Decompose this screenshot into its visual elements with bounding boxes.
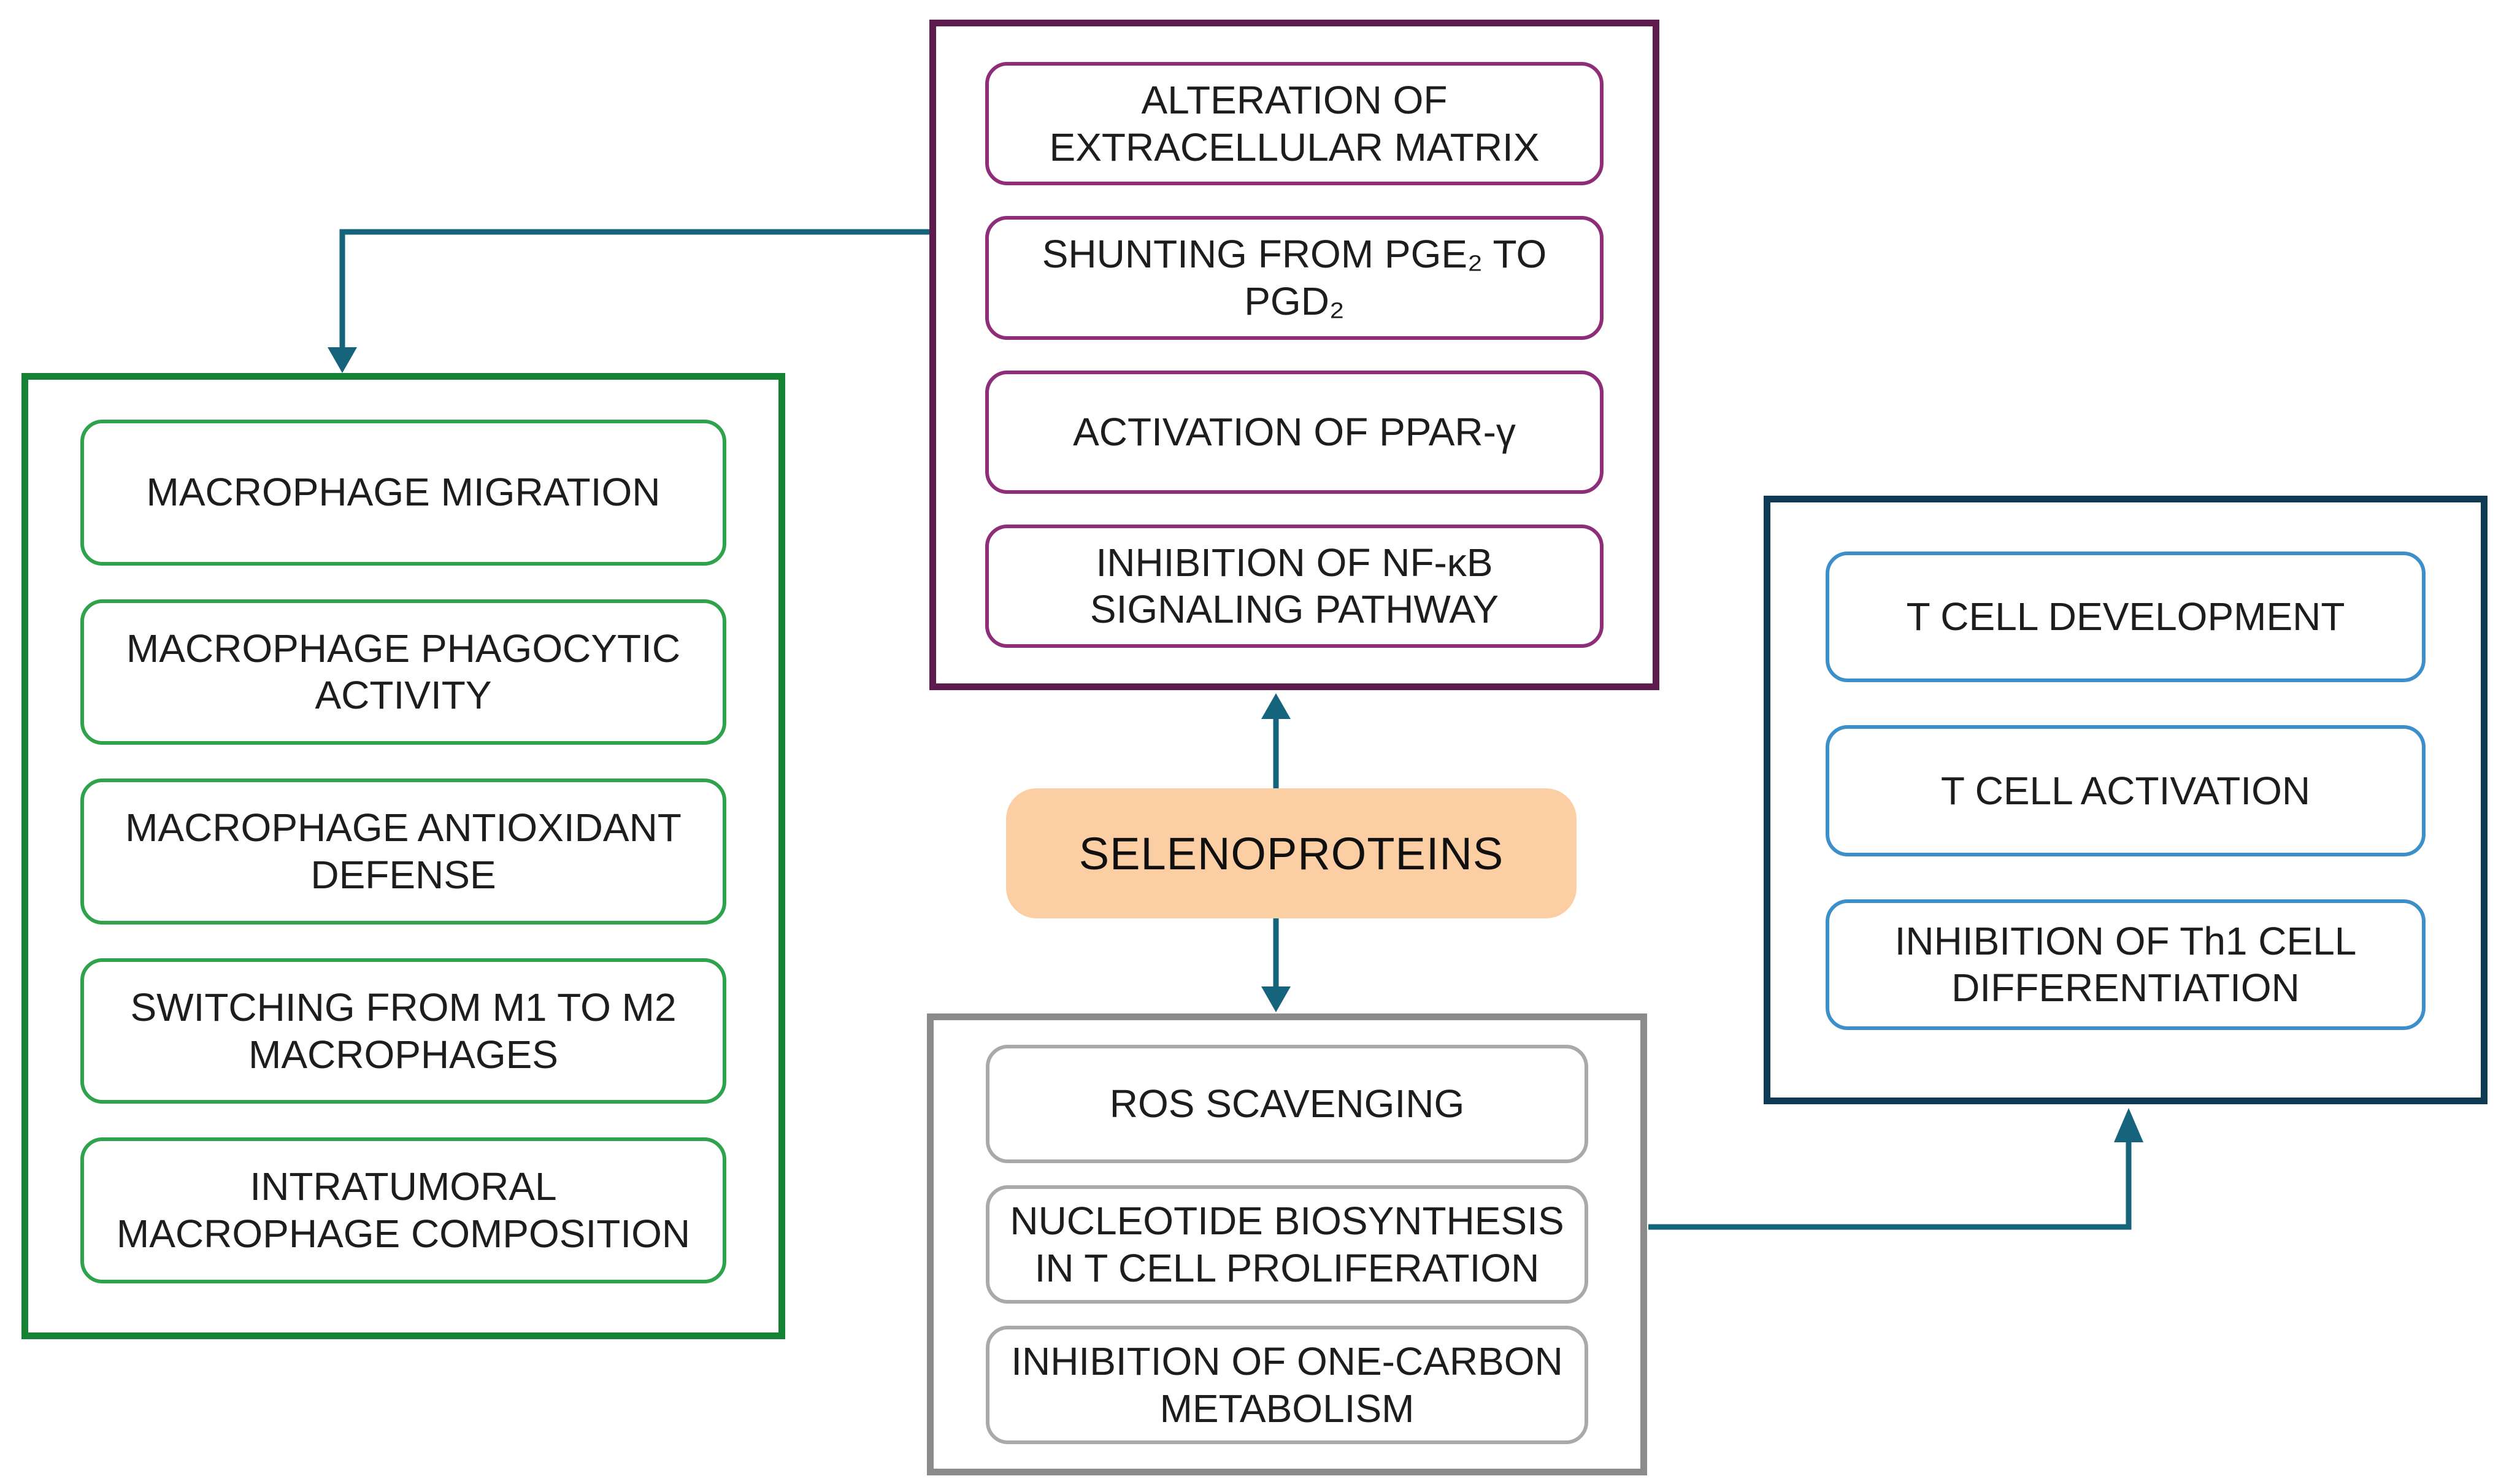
- purple-box-item-alteration-of-extracellular-matrix: ALTERATION OF EXTRACELLULAR MATRIX: [985, 62, 1604, 186]
- green-box-item-switching-from-m1-to-m2-macrophages: SWITCHING FROM M1 TO M2 MACROPHAGES: [80, 958, 726, 1104]
- green-box-item-intratumoral-macrophage-composition: INTRATUMORAL MACROPHAGE COMPOSITION: [80, 1137, 726, 1283]
- blue-box-item-inhibition-of-th1-cell-differentiation: INHIBITION OF Th1 CELL DIFFERENTIATION: [1826, 899, 2426, 1030]
- purple-box-item-shunting-from-pge2-to-pgd2: SHUNTING FROM PGE₂ TO PGD₂: [985, 216, 1604, 340]
- green-box-item-macrophage-antioxidant-defense: MACROPHAGE ANTIOXIDANT DEFENSE: [80, 779, 726, 925]
- blue-box-item-t-cell-activation: T CELL ACTIVATION: [1826, 725, 2426, 856]
- green-box-item-macrophage-migration: MACROPHAGE MIGRATION: [80, 420, 726, 566]
- purple-box-item-activation-of-ppar-gamma: ACTIVATION OF PPAR-γ: [985, 370, 1604, 494]
- selenoproteins-node: SELENOPROTEINS: [1006, 788, 1577, 918]
- arrow-selenoproteins-to-purple-box: [1261, 693, 1291, 788]
- green-box-item-macrophage-phagocytic-activity: MACROPHAGE PHAGOCYTIC ACTIVITY: [80, 599, 726, 745]
- left-green-box: MACROPHAGE MIGRATION MACROPHAGE PHAGOCYT…: [21, 373, 785, 1339]
- right-blue-box: T CELL DEVELOPMENT T CELL ACTIVATION INH…: [1764, 496, 2488, 1104]
- blue-box-item-t-cell-development: T CELL DEVELOPMENT: [1826, 552, 2426, 683]
- arrow-gray-box-to-blue-box: [1648, 1108, 2143, 1230]
- arrow-selenoproteins-to-gray-box: [1261, 918, 1291, 1012]
- purple-box-item-inhibition-of-nfkb-signaling-pathway: INHIBITION OF NF-κB SIGNALING PATHWAY: [985, 524, 1604, 648]
- bottom-gray-box: ROS SCAVENGING NUCLEOTIDE BIOSYNTHESIS I…: [927, 1013, 1647, 1475]
- top-purple-box: ALTERATION OF EXTRACELLULAR MATRIX SHUNT…: [929, 20, 1659, 690]
- arrow-purple-box-to-green-box: [328, 229, 929, 373]
- gray-box-item-inhibition-of-one-carbon-metabolism: INHIBITION OF ONE-CARBON METABOLISM: [986, 1326, 1588, 1444]
- gray-box-item-nucleotide-biosynthesis-in-t-cell-proliferation: NUCLEOTIDE BIOSYNTHESIS IN T CELL PROLIF…: [986, 1185, 1588, 1304]
- gray-box-item-ros-scavenging: ROS SCAVENGING: [986, 1045, 1588, 1163]
